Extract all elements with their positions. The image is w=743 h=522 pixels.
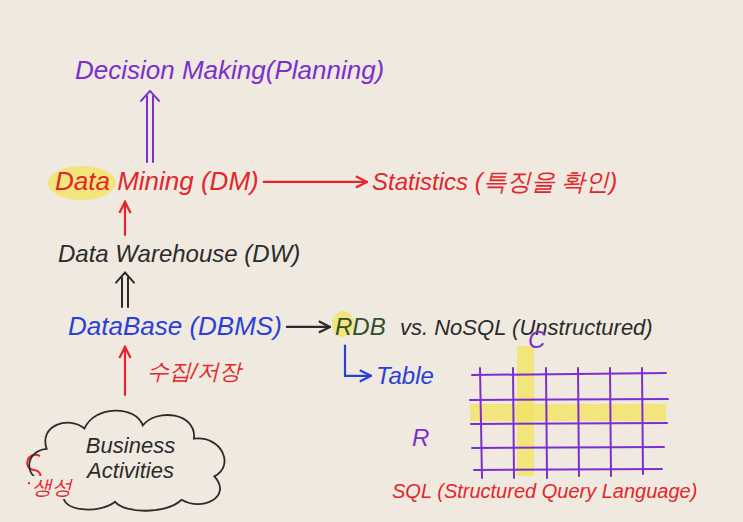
- arrow-connector: [125, 202, 126, 235]
- node-text: Business Activities: [71, 433, 191, 484]
- node-text: Table: [376, 362, 434, 390]
- arrow-connector: [116, 273, 134, 307]
- node-text: Data Mining (DM): [55, 167, 259, 197]
- note-label: vs. NoSQL (Unstructured): [400, 315, 653, 340]
- arrow-connector: [141, 91, 159, 162]
- arrow-connector: [125, 347, 126, 395]
- text-node: RDB: [335, 313, 386, 341]
- text-node: Data Mining (DM): [55, 167, 259, 197]
- note-label: SQL (Structured Query Language): [392, 480, 697, 503]
- note-label: 생성: [30, 476, 74, 499]
- arrow-connector: [287, 326, 330, 327]
- node-text: Statistics (특징을 확인): [372, 168, 617, 196]
- text-node: DataBase (DBMS): [68, 312, 282, 342]
- text-node: Statistics (특징을 확인): [372, 168, 617, 196]
- edge-label: 수집/저장: [147, 359, 241, 384]
- note-label: R: [412, 424, 429, 452]
- note-label: C: [528, 326, 545, 354]
- table-grid: [470, 346, 668, 478]
- text-node: Data Warehouse (DW): [58, 240, 300, 268]
- node-text: RDB: [335, 313, 386, 341]
- arrow-connector: [264, 181, 367, 182]
- node-text: DataBase (DBMS): [68, 312, 282, 342]
- arrow-connector: [345, 346, 371, 376]
- node-text: Decision Making(Planning): [75, 56, 384, 86]
- text-node: Table: [376, 362, 434, 390]
- text-node: Decision Making(Planning): [75, 56, 384, 86]
- node-text: Data Warehouse (DW): [58, 240, 300, 268]
